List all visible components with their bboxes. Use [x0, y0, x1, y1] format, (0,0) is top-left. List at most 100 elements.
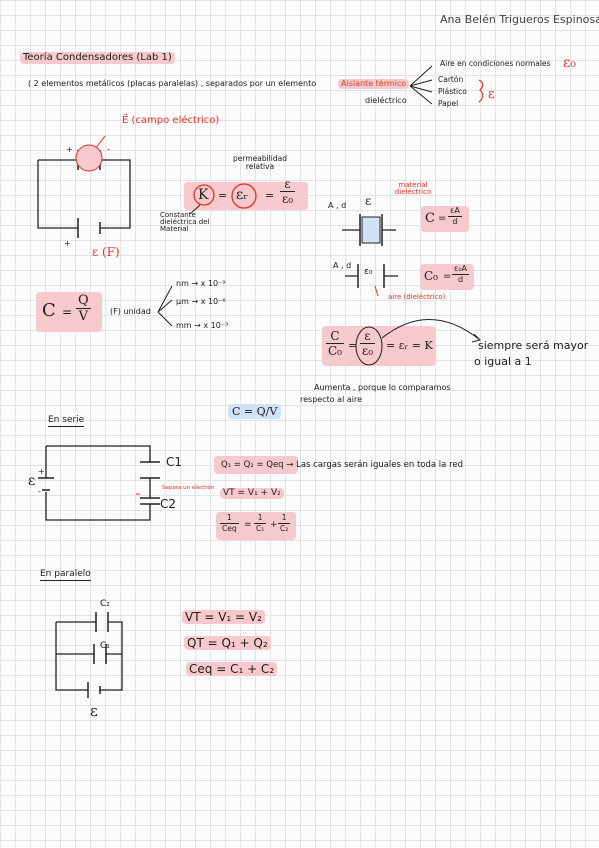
par-emf: ε [90, 702, 98, 720]
par-c1-label: C₁ [100, 641, 110, 651]
numerator: 1 [278, 514, 291, 524]
separa-label: Separa un electrón [162, 485, 215, 491]
material-plastico: Plástico [438, 87, 467, 96]
k-symbol: K [198, 187, 209, 203]
campo-label: E⃗ (campo eléctrico) [122, 115, 220, 126]
serie-emf: ε [28, 473, 36, 489]
intro-text: ( 2 elementos metálicos (placas paralela… [28, 79, 317, 88]
cap2-highlight [420, 264, 474, 290]
equals-sign: = [218, 189, 228, 202]
unit-row: mm → x 10⁻³ [176, 322, 228, 330]
unidad-label: (F) unidad [110, 307, 151, 316]
dielectrico-label: dieléctrico [365, 96, 407, 105]
unit-row: nm → x 10⁻⁹ [176, 280, 226, 288]
material-carton: Cartón [438, 75, 464, 84]
paralelo-title: En paralelo [40, 569, 91, 581]
numerator: Q [76, 293, 91, 309]
aumenta-line-1: Aumenta , porque lo comparamos [314, 383, 451, 392]
equals-sign: = [348, 339, 358, 352]
unit-name: nm [176, 279, 189, 288]
c1-label: C1 [166, 455, 183, 469]
aire-dielectrico-label: aire (dieléctrico) [388, 293, 446, 301]
numerator: 1 [220, 514, 239, 524]
denominator: C₁ [256, 523, 265, 533]
plus-sign: + [38, 467, 45, 476]
cqv-c: C [42, 300, 56, 321]
numerator: 1 [254, 514, 267, 524]
numerator: C [326, 330, 344, 344]
arrow: → [191, 279, 199, 288]
eps-symbol: ε [365, 194, 372, 208]
unit-value: x 10⁻⁶ [200, 297, 226, 306]
denominator: d [452, 217, 458, 226]
page-title: Teoría Condensadores (Lab 1) [20, 52, 175, 64]
serie-title: En serie [48, 415, 85, 427]
permeabilidad-label: permeabilidad relativa [233, 154, 287, 171]
equals-sign: = [62, 305, 73, 319]
serie-eq2: VT = V₁ + V₂ [220, 488, 284, 499]
serie-eq3-highlight [216, 512, 296, 540]
denominator: C₂ [280, 523, 289, 533]
serie-eq1: Q₁ = Q₂ = Qeq → Las cargas serán iguales… [221, 460, 464, 470]
minus-sign: - [107, 145, 110, 154]
unit-value: x 10⁻³ [203, 321, 229, 330]
equals-sign: = [265, 189, 275, 202]
ratio-rest: = εᵣ = K [386, 339, 433, 352]
denominator: C₀ [328, 344, 342, 358]
denominator: V [78, 309, 89, 324]
arrow: → [191, 297, 199, 306]
author-name: Ana Belén Trigueros Espinosa [440, 13, 599, 26]
cap2-c: C₀ [424, 269, 438, 283]
cqv-small: C = Q/V [228, 404, 282, 419]
unit-value: x 10⁻⁹ [200, 279, 226, 288]
denominator: ε₀ [282, 192, 294, 206]
minus-sign: - [38, 487, 41, 496]
siempre-line-2: o igual a 1 [474, 355, 532, 368]
numerator: ε [360, 330, 376, 344]
par-eq1: VT = V₁ = V₂ [182, 610, 265, 624]
c2-label: C2 [160, 497, 177, 511]
numerator: εA [448, 206, 462, 217]
denominator: d [457, 275, 464, 284]
aumenta-line-2: respecto al aire [300, 395, 363, 404]
par-eq2: QT = Q₁ + Q₂ [184, 636, 271, 650]
equals-sign: = [244, 520, 252, 530]
par-eq3: Ceq = C₁ + C₂ [186, 662, 278, 676]
emf-label: ε (F) [92, 245, 120, 259]
aislante-label: Aislante térmico [338, 79, 410, 89]
unit-name: mm [176, 321, 192, 330]
plus-sign: + [270, 520, 278, 530]
unit-row: μm → x 10⁻⁶ [176, 298, 226, 306]
cap1-c: C [425, 211, 435, 226]
ad-label-2: A , d [333, 261, 352, 270]
numerator: ε₀A [452, 264, 470, 275]
cqv-highlight [36, 292, 102, 332]
eps-symbol: ε [488, 87, 495, 102]
unit-name: μm [176, 297, 189, 306]
plus-sign: + [66, 145, 73, 154]
constante-label: Constante dieléctrica del Material [160, 211, 210, 233]
par-c2-label: C₂ [100, 599, 110, 609]
equals-sign: = [438, 213, 447, 224]
cap1-highlight [421, 206, 469, 232]
siempre-line-1: siempre será mayor [478, 339, 589, 352]
equals-sign: = [443, 271, 452, 282]
numerator: ε [280, 178, 296, 192]
material-papel: Papel [438, 99, 459, 108]
denominator: ε₀ [362, 344, 374, 358]
